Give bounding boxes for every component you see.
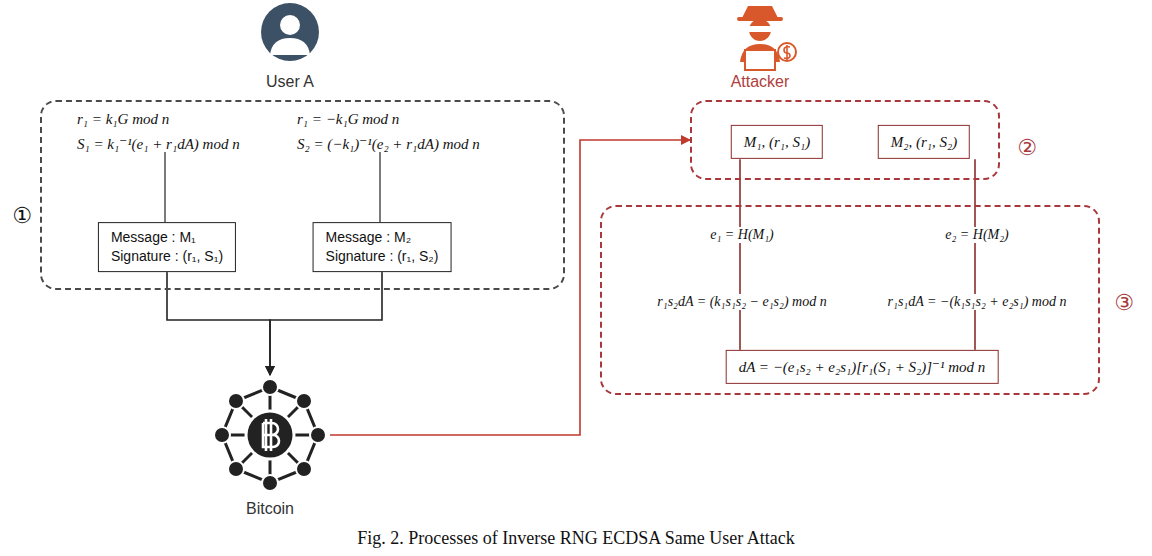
hash-formula: e₁ = H(M₁) (707, 227, 777, 243)
hash-formula: e₂ = H(M₂) (942, 227, 1012, 243)
signature-box: M₂, (r₁, S₂) (878, 125, 970, 159)
callout-number: ③ (1114, 290, 1134, 315)
box-text: Signature : (r₁, S₂) (326, 247, 439, 266)
signature-box: M₁, (r₁, S₁) (731, 125, 823, 159)
callout-number: ① (12, 203, 32, 228)
message-box: Message : M₂Signature : (r₁, S₂) (313, 222, 452, 272)
box-text: M₁, (r₁, S₁) (744, 132, 810, 152)
formula: S₁ = k₁⁻¹(e₁ + r₁dA) mod n (77, 135, 240, 153)
formula: S₂ = (−k₁)⁻¹(e₂ + r₁dA) mod n (297, 135, 480, 153)
leader-line (379, 152, 380, 226)
box-text: M₂, (r₁, S₂) (891, 132, 957, 152)
bitcoin-network-icon (214, 379, 326, 491)
message-box: Message : M₁Signature : (r₁, S₁) (98, 222, 236, 272)
user-avatar (261, 3, 319, 61)
network-label: Bitcoin (246, 500, 294, 518)
connector (739, 159, 741, 350)
formula: r₁ = k₁G mod n (77, 111, 169, 128)
dashed-group: ③e₁ = H(M₁)e₂ = H(M₂)r₁s₂dA = (k₁s₁s₂ − … (600, 205, 1100, 395)
connector (330, 140, 690, 435)
formula: r₁ = −k₁G mod n (297, 111, 399, 128)
connector (974, 159, 976, 350)
dashed-group: ①r₁ = k₁G mod nS₁ = k₁⁻¹(e₁ + r₁dA) mod … (40, 100, 565, 290)
connector (167, 272, 270, 375)
bitcoin-network: Bitcoin (210, 375, 330, 495)
equation: r₁s₁dA = −(k₁s₁s₂ + e₂s₁) mod n (885, 294, 1070, 310)
actor-label: Attacker (731, 73, 790, 91)
box-text: Signature : (r₁, S₁) (111, 247, 223, 266)
leader-line (164, 152, 165, 226)
actor-label: User A (266, 73, 314, 91)
callout-number: ② (1017, 135, 1037, 160)
box-text: Message : M₂ (326, 228, 439, 247)
dashed-group: ②M₁, (r₁, S₁)M₂, (r₁, S₂) (690, 100, 1000, 180)
box-text: dA = −(e₁s₂ + e₂s₁)[r₁(S₁ + S₂)]⁻¹ mod n (739, 357, 986, 377)
figure-caption: Fig. 2. Processes of Inverse RNG ECDSA S… (0, 528, 1152, 549)
attacker-icon (737, 6, 796, 70)
connector (270, 272, 382, 375)
equation: r₁s₂dA = (k₁s₁s₂ − e₁s₂) mod n (654, 294, 829, 310)
box-text: Message : M₁ (111, 228, 223, 247)
result-box: dA = −(e₁s₂ + e₂s₁)[r₁(S₁ + S₂)]⁻¹ mod n (726, 350, 999, 384)
